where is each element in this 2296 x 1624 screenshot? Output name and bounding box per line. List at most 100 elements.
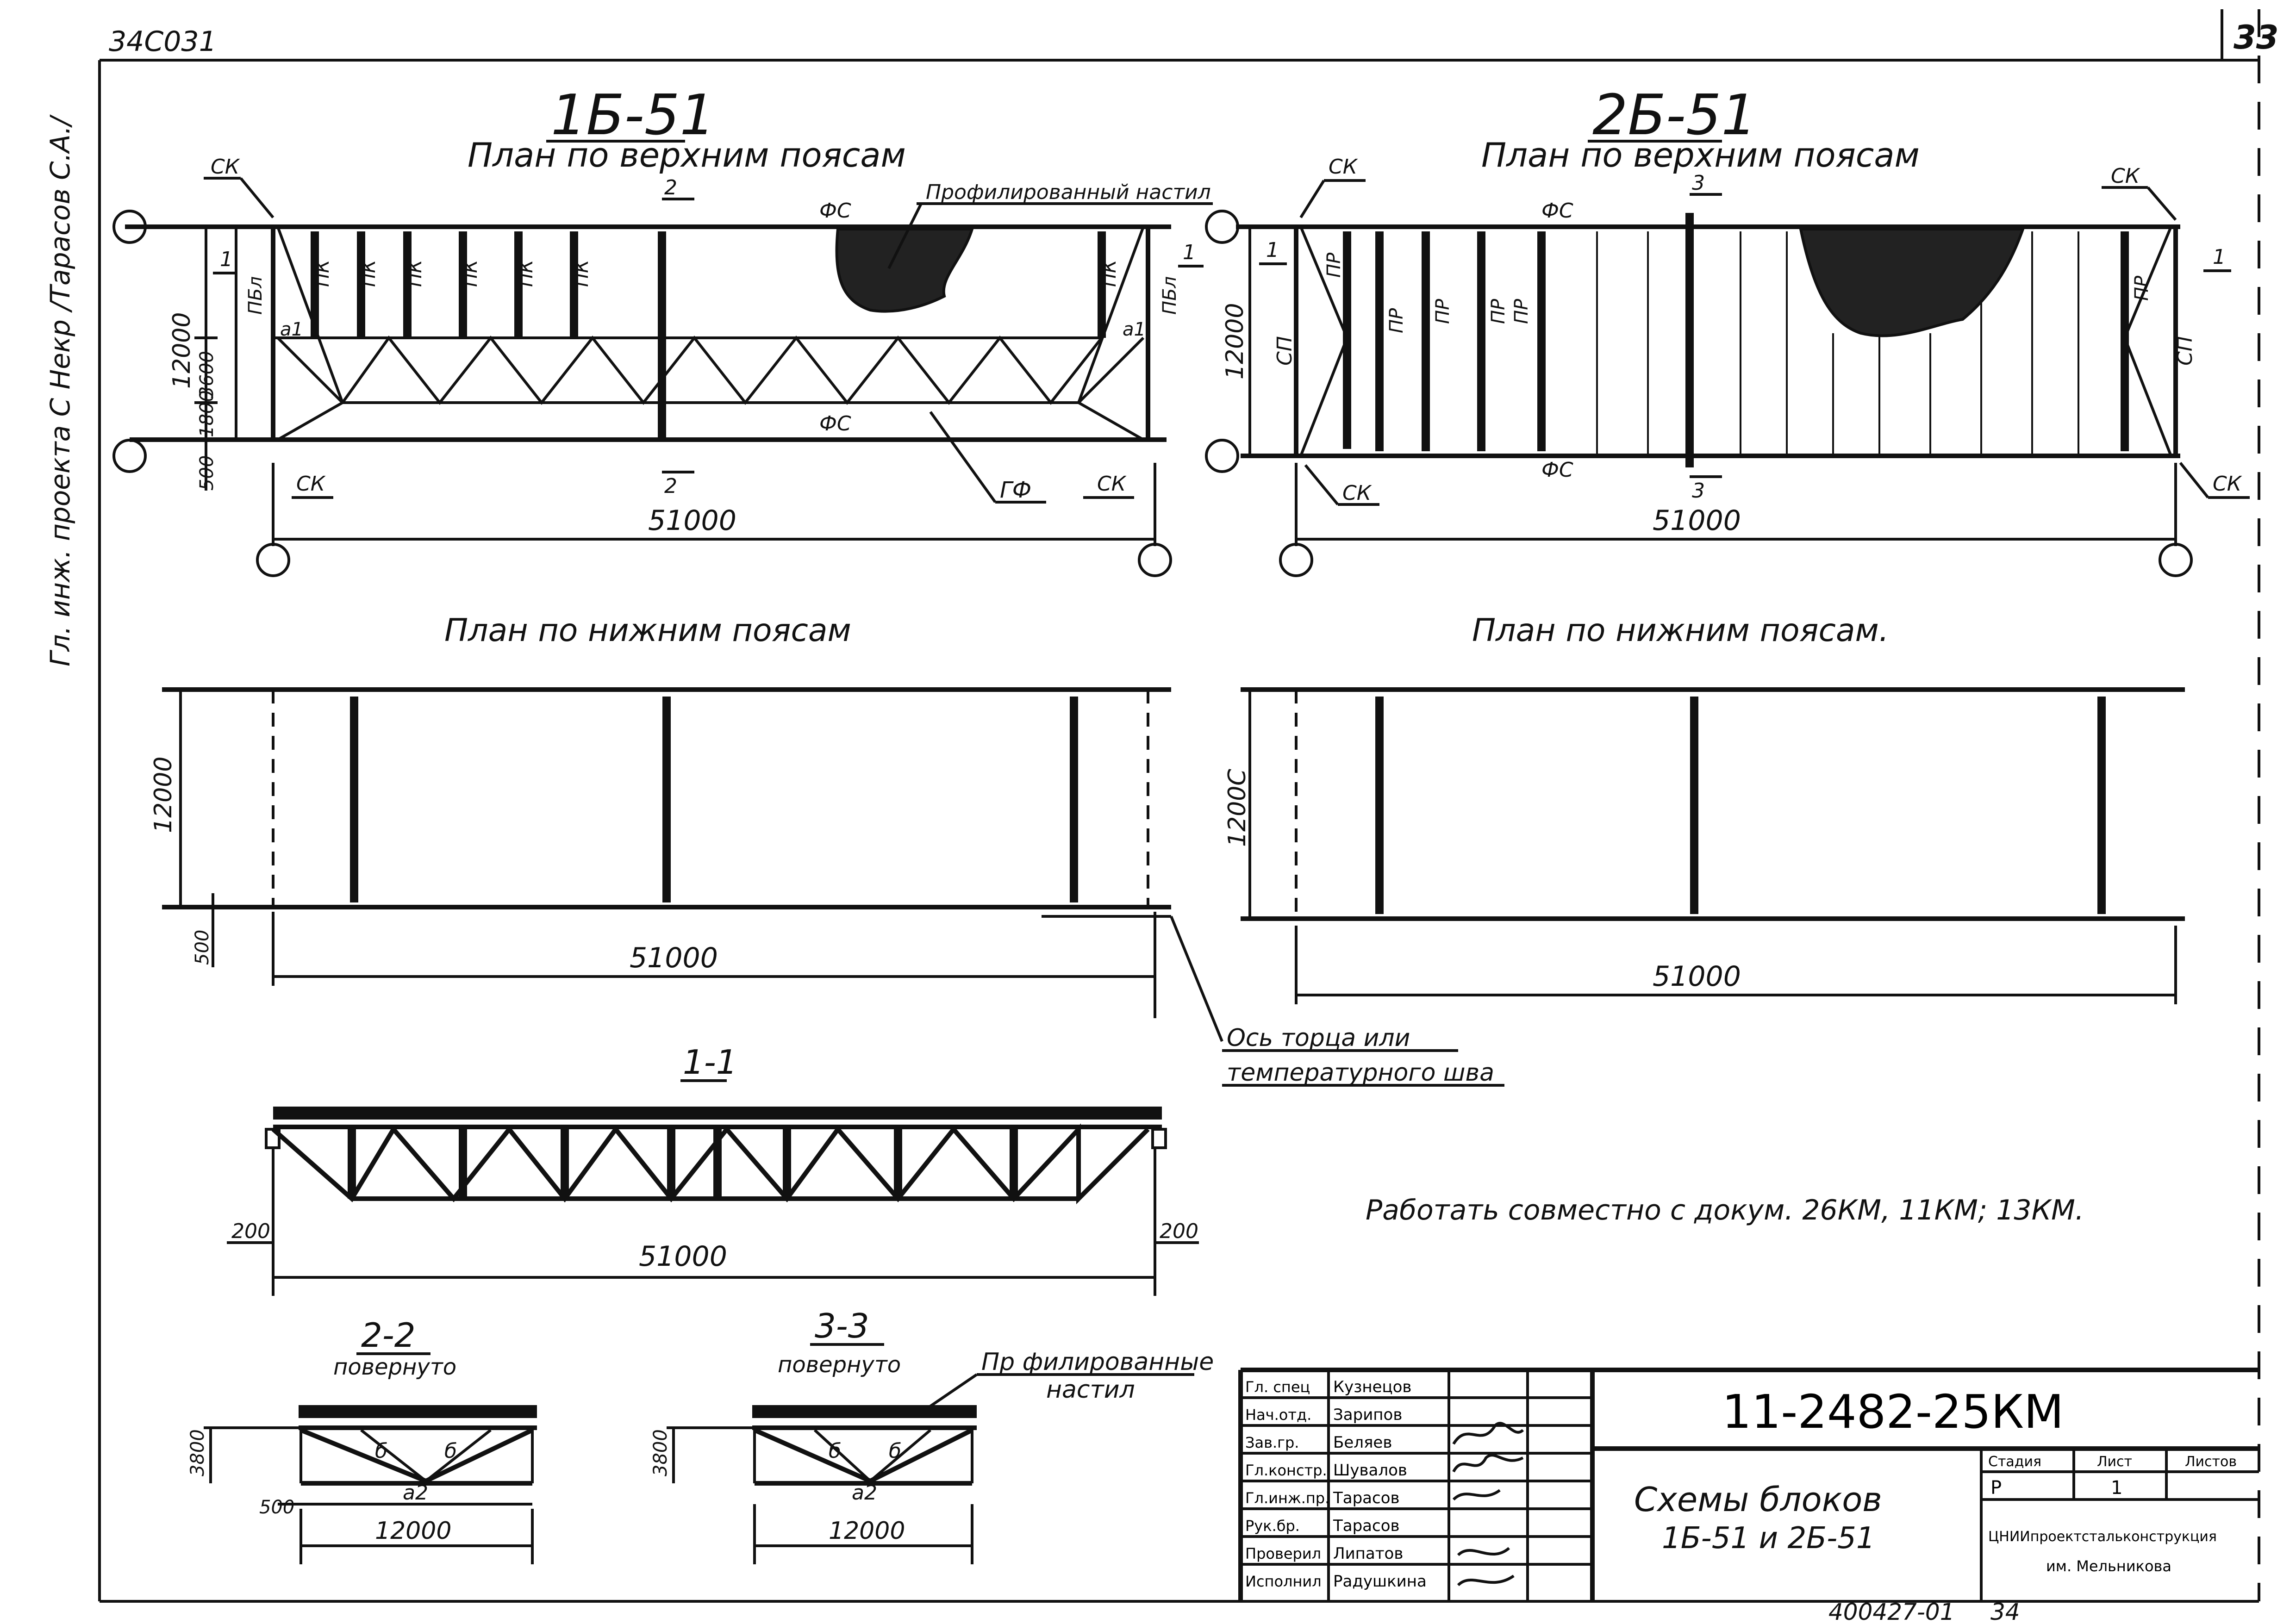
tb-name-7: Липатов [1333, 1544, 1403, 1563]
block1-label-sk-bl: СК [296, 472, 326, 496]
section-2-2-height-dim: 3800 [187, 1429, 208, 1476]
block1-label-pbl-right: ПБл [1159, 276, 1180, 315]
block2-top-plan: 2Б-51 План по верхним поясам [1205, 83, 2250, 577]
signature-1 [1452, 1422, 1524, 1445]
block2-label-sk-bl: СК [1342, 481, 1372, 505]
section-3-3-subtitle: повернуто [778, 1352, 901, 1378]
block2-span-dim: 51000 [1653, 504, 1741, 537]
block1-span-dim: 51000 [648, 504, 736, 537]
block1-label-pbl-left: ПБл [245, 276, 266, 315]
block2-label-pr-6: ПР [2131, 275, 2152, 301]
section-3-3-title: 3-3 [815, 1307, 869, 1345]
tb-role-4: Гл.констр. [1245, 1462, 1327, 1479]
block2-label-sk-tr: СК [2111, 164, 2140, 188]
tb-name-1: Кузнецов [1333, 1378, 1411, 1396]
block1-label-gf: ГФ [1000, 477, 1031, 503]
tb-role-8: Исполнил [1245, 1573, 1322, 1590]
axis-note-line2: температурного шва [1227, 1059, 1494, 1087]
tb-name-2: Зарипов [1333, 1406, 1402, 1424]
block2-bottom-plan-title: План по нижним поясам. [1472, 612, 1889, 649]
signature-4 [1457, 1547, 1510, 1556]
block1-deck-label: Профилированный настил [926, 180, 1211, 204]
block1-label-fs-top: ФС [819, 199, 851, 223]
block2-label-sk-br: СК [2213, 472, 2242, 496]
footer-archive-number: 400427-01 [1828, 1599, 1955, 1624]
block1-top-plan: 1Б-51 План по верхним поясам [112, 83, 1213, 577]
section-1-1-support-right: 200 [1160, 1220, 1198, 1243]
tb-name-5: Тарасов [1333, 1489, 1400, 1507]
tb-sheet-title-2: 1Б-51 и 2Б-51 [1662, 1521, 1875, 1556]
block2-top-plan-title: План по верхним поясам [1481, 136, 1920, 174]
block1-bottom-plan: План по нижним поясам 51000 12000 500 [150, 612, 1171, 1018]
tb-name-3: Беляев [1333, 1433, 1392, 1452]
block2-label-fs-top: ФС [1541, 199, 1573, 223]
block1-dim-3600: 3600 [196, 351, 218, 398]
block1-label-pk-5: ПК [516, 259, 537, 287]
block2-section-3-top: 3 [1692, 171, 1705, 195]
side-signature-text: Гл. инж. проекта С Некр /Тарасов С.А./ [44, 114, 76, 666]
tb-sheet-value: 1 [2111, 1477, 2122, 1499]
tb-project-code: 11-2482-25КМ [1722, 1385, 2064, 1439]
block2-label-fs-bottom: ФС [1541, 458, 1573, 482]
block1-label-pk-4: ПК [460, 259, 481, 287]
block2-section-3-bottom: 3 [1692, 479, 1705, 503]
block1-dim-500: 500 [196, 455, 218, 491]
block2-label-sk-tl: СК [1329, 155, 1358, 179]
section-3-3-deck-line2: настил [1046, 1376, 1135, 1404]
tb-role-5: Гл.инж.пр. [1245, 1489, 1329, 1507]
block2-label-pr-3: ПР [1432, 299, 1454, 324]
block2-label-pr-5: ПР [1511, 299, 1532, 324]
block1-label-sk-br: СК [1097, 472, 1127, 496]
axis-note-line1: Ось торца или [1227, 1024, 1410, 1052]
section-2-2-width-dim: 12000 [375, 1517, 451, 1545]
axis-note: Ось торца или температурного шва [1042, 915, 1504, 1087]
block2-mark: 2Б-51 [1592, 83, 1757, 148]
block2-section-1-right: 1 [2213, 245, 2226, 269]
section-3-3-width-dim: 12000 [829, 1517, 905, 1545]
block2-label-sp-left: СП [1273, 336, 1297, 366]
section-1-1-span-dim: 51000 [639, 1240, 727, 1273]
title-block: Гл. спец Кузнецов Нач.отд. Зарипов Зав.г… [1238, 1368, 2259, 1601]
block1-label-sk-top: СК [211, 155, 240, 179]
tb-name-8: Радушкина [1333, 1572, 1427, 1591]
block1-label-pk-7: ПК [1099, 259, 1120, 287]
section-2-2: 2-2 повернуто 3800 500 12000 а2 б б [187, 1316, 537, 1564]
block2-width-dim: 12000 [1221, 303, 1249, 380]
block2-bottom-width-dim: 1200С [1223, 769, 1251, 847]
tb-sheets-header: Листов [2185, 1454, 2237, 1470]
block1-label-pk-6: ПК [571, 259, 593, 287]
tb-name-4: Шувалов [1333, 1461, 1407, 1480]
block1-width-dim: 12000 [168, 312, 196, 389]
block1-label-a1-right: а1 [1123, 319, 1146, 340]
section-2-2-offset-dim: 500 [259, 1497, 294, 1518]
section-3-3: 3-3 повернуто 3800 12000 а2 б б Пр филир… [650, 1307, 1214, 1564]
block1-bottom-width-dim: 12000 [150, 757, 177, 833]
section-2-2-title: 2-2 [361, 1316, 416, 1355]
block1-label-pk-2: ПК [358, 259, 380, 287]
block1-bottom-plan-title: План по нижним поясам [444, 612, 851, 649]
section-3-3-deck-line1: Пр филированные [981, 1348, 1214, 1376]
section-3-3-label-a2: а2 [852, 1481, 877, 1505]
section-3-3-label-d1: б [829, 1439, 841, 1463]
tb-stage-value: Р [1990, 1477, 2002, 1499]
section-1-1: 1-1 51000 200 200 [227, 1043, 1199, 1296]
tb-org-line1: ЦНИИпроектстальконструкция [1988, 1529, 2217, 1545]
section-3-3-label-d2: б [889, 1439, 901, 1463]
tb-stage-header: Стадия [1988, 1454, 2041, 1470]
section-1-1-support-left: 200 [231, 1220, 270, 1243]
tb-org-line2: им. Мельникова [2046, 1557, 2171, 1575]
block1-dim-1800: 1800 [196, 390, 218, 437]
doc-number: 34С031 [109, 25, 217, 58]
tb-role-7: Проверил [1245, 1545, 1321, 1562]
block2-bottom-plan: План по нижним поясам. 51000 1200С [1223, 612, 2185, 1004]
block1-label-pk-1: ПК [312, 259, 333, 287]
block1-section-1-right: 1 [1183, 241, 1196, 264]
block2-section-1-left: 1 [1266, 238, 1279, 262]
block1-section-2-top: 2 [664, 176, 677, 199]
tb-role-2: Нач.отд. [1245, 1406, 1311, 1424]
block2-label-sp-right: СП [2173, 336, 2197, 366]
signature-5 [1457, 1574, 1515, 1587]
block2-label-pr-2: ПР [1386, 308, 1407, 333]
tb-role-3: Зав.гр. [1245, 1434, 1299, 1451]
block2-label-pr-4: ПР [1488, 299, 1509, 324]
